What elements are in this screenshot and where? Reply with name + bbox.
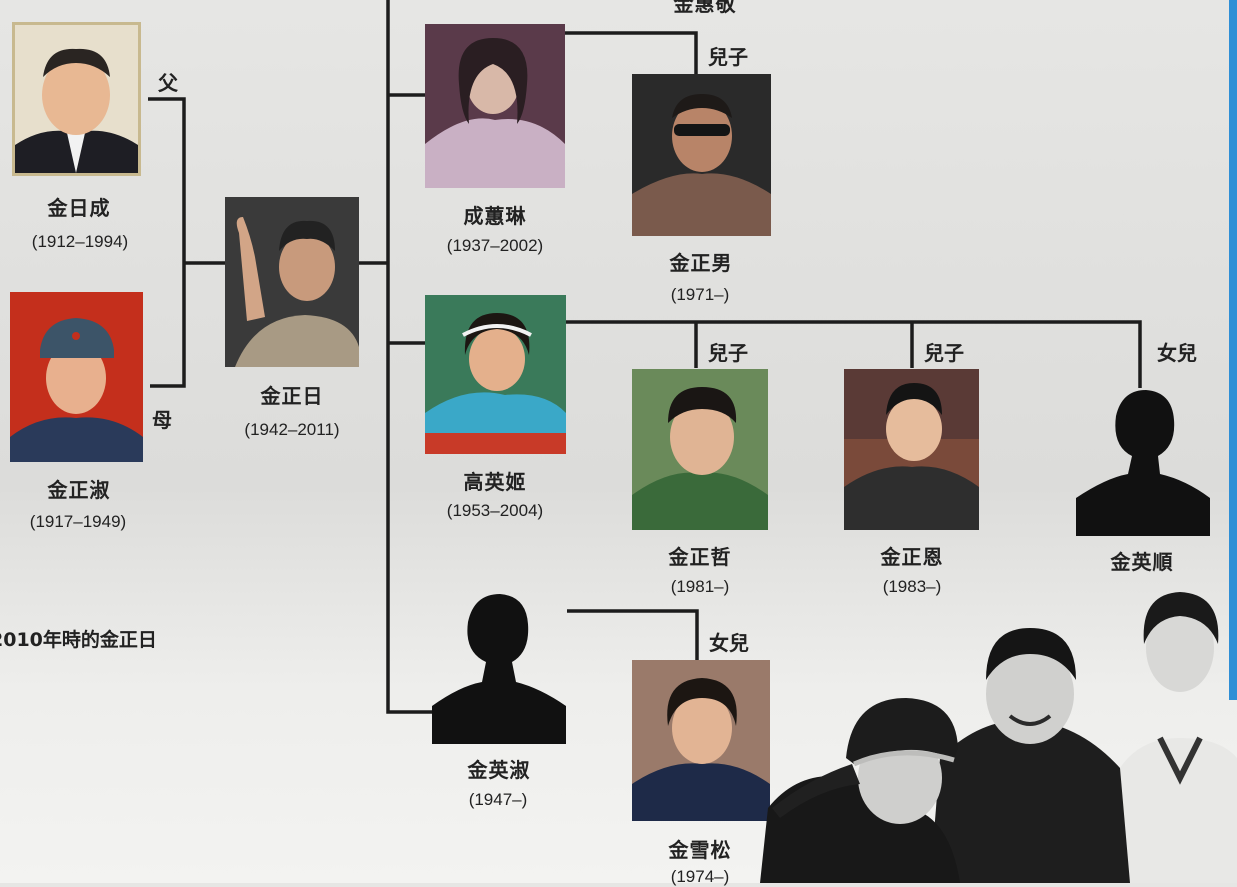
kim-jong-un-name: 金正恩 <box>880 545 944 569</box>
kim-il-sung-years: (1912–1994) <box>31 232 129 251</box>
kim-jong-il-name: 金正日 <box>260 384 324 408</box>
kim-jong-suk-years: (1917–1949) <box>29 512 127 531</box>
kim-yo-sun-silhouette <box>1076 386 1210 536</box>
kim-jong-suk-name: 金正淑 <box>47 478 111 502</box>
daughter-label-sol: 女兒 <box>709 631 749 655</box>
kim-sol-song-years: (1974–) <box>670 867 730 886</box>
kim-yo-sun-name: 金英順 <box>1110 550 1174 574</box>
kim-young-suk-years: (1947–) <box>468 790 528 809</box>
kim-jong-nam-photo <box>632 74 771 236</box>
son-label-un: 兒子 <box>924 341 964 365</box>
son-label-nam: 兒子 <box>708 45 748 69</box>
ko-yong-hui-photo <box>425 295 566 454</box>
kim-jong-il-photo <box>225 197 359 367</box>
kim-jong-un-years: (1983–) <box>882 577 942 596</box>
top-cut-name: 金惠敬 <box>673 0 737 16</box>
kim-jong-chol-photo <box>632 369 768 530</box>
kim-sol-song-photo <box>632 660 770 821</box>
mother-label: 母 <box>152 408 172 432</box>
historic-family-photo <box>760 588 1237 883</box>
kim-jong-chol-name: 金正哲 <box>668 545 732 569</box>
kim-il-sung-photo <box>12 22 141 176</box>
kim-young-suk-silhouette <box>432 590 566 744</box>
photo-caption-2010: 2010年時的金正日 <box>0 629 157 651</box>
kim-il-sung-name: 金日成 <box>47 196 111 220</box>
ko-yong-hui-name: 高英姬 <box>463 470 527 494</box>
kim-jong-chol-years: (1981–) <box>670 577 730 596</box>
kim-sol-song-name: 金雪松 <box>668 838 732 862</box>
kim-young-suk-name: 金英淑 <box>467 758 531 782</box>
father-label: 父 <box>158 71 178 95</box>
daughter-label-yosun: 女兒 <box>1157 341 1197 365</box>
kim-jong-nam-years: (1971–) <box>670 285 730 304</box>
song-hye-rim-years: (1937–2002) <box>446 236 544 255</box>
line-trunk <box>386 0 432 714</box>
song-hye-rim-name: 成蕙琳 <box>463 204 527 228</box>
kim-jong-suk-photo <box>10 292 143 462</box>
line-song-to-nam <box>565 31 698 74</box>
song-hye-rim-photo <box>425 24 565 188</box>
right-accent-bar <box>1229 0 1237 700</box>
son-label-chol: 兒子 <box>708 341 748 365</box>
line-young-to-sol <box>567 609 699 660</box>
kim-jong-il-years: (1942–2011) <box>244 420 340 439</box>
line-ko-children <box>565 320 1142 388</box>
kim-jong-un-photo <box>844 369 979 530</box>
kim-jong-nam-name: 金正男 <box>669 251 733 275</box>
ko-yong-hui-years: (1953–2004) <box>446 501 544 520</box>
line-father <box>148 97 186 388</box>
